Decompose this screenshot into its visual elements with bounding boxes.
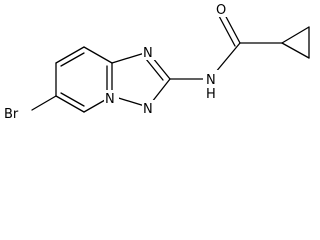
bond-cp3-cp1 — [281, 42, 310, 59]
chemical-structure-diagram: Br N N N N H O — [3, 1, 310, 122]
atom-labels: Br N N N N H O — [3, 1, 230, 122]
cyclopropyl-ring — [281, 26, 310, 59]
bond-c6-br — [31, 95, 57, 111]
bond-carbonyl-o — [223, 12, 241, 44]
carbonyl-oxygen-label: O — [216, 3, 226, 18]
bond-cp1-cp2 — [281, 26, 310, 44]
pyridine-ring — [55, 46, 113, 113]
bond-c5-c6-double — [60, 92, 85, 107]
amide-nitrogen-label: N — [206, 73, 216, 88]
triazole-ring — [111, 51, 171, 108]
triazole-nitrogen-upper-label: N — [143, 46, 153, 61]
amide-hydrogen-label: H — [206, 87, 216, 102]
bond-n3-c2-double — [145, 58, 164, 81]
bond-c5-c6 — [55, 95, 85, 113]
bond-c7-c8-double — [60, 52, 85, 67]
bond-c7-c8 — [55, 46, 85, 64]
bond-c8-c8a — [83, 46, 113, 64]
bromine-label: Br — [4, 107, 19, 122]
bond-carbonyl-o-double — [218, 15, 236, 47]
triazole-nitrogen-lower-label: N — [143, 102, 153, 117]
bridge-nitrogen-label: N — [105, 92, 115, 107]
